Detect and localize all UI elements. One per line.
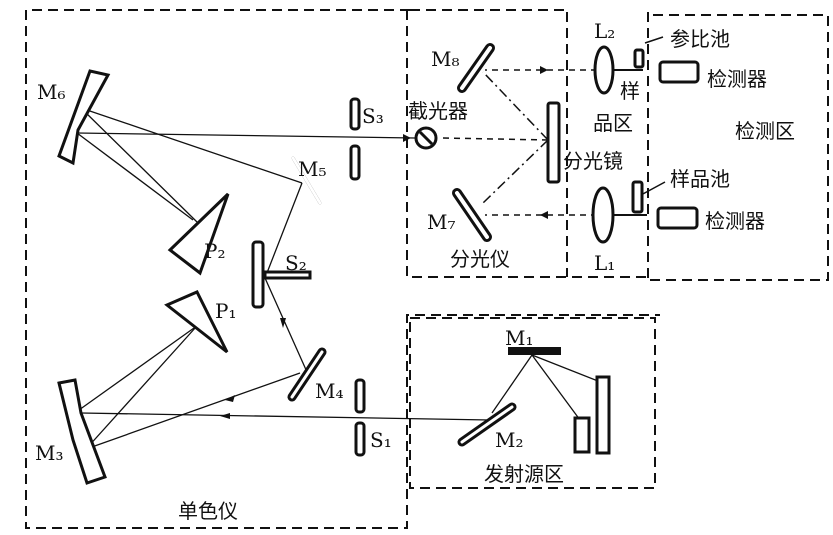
- slit-s2-mirror: [251, 240, 265, 309]
- label-m1: M₁: [505, 326, 534, 350]
- label-sample-cell: 样品池: [670, 167, 730, 191]
- prism-p2: [167, 192, 230, 276]
- label-beam-splitter: 分光镜: [563, 149, 623, 173]
- monochromator-region-box: [25, 9, 660, 529]
- label-m7: M₇: [427, 210, 456, 234]
- mirror-m1: [508, 347, 561, 355]
- label-m2: M₂: [495, 428, 524, 452]
- chopper-icon: [414, 126, 438, 150]
- light-rays: [76, 107, 604, 449]
- lamp-2: [595, 375, 611, 455]
- split-beams: [442, 66, 647, 219]
- label-sample-area-line1: 样: [620, 79, 640, 103]
- beam-splitter: [546, 101, 561, 184]
- label-spectroscope: 分光仪: [450, 247, 510, 271]
- detection-region-box: [648, 14, 829, 281]
- label-detection-region: 检测区: [735, 119, 795, 143]
- slit-s1: [354, 421, 366, 457]
- sample-cell-pointer: [640, 181, 666, 196]
- source-region-box: [409, 317, 656, 489]
- label-source-region: 发射源区: [484, 462, 564, 486]
- mirror-m6: [57, 69, 111, 166]
- label-l1: L₁: [594, 251, 615, 275]
- slit-s3: [349, 97, 361, 131]
- prism-p1: [164, 290, 229, 354]
- lamp-1: [573, 416, 591, 454]
- lens-l2: [593, 45, 615, 95]
- label-detector-top: 检测器: [707, 67, 767, 91]
- slit-m5-side: [349, 144, 361, 181]
- detector-bottom: [656, 206, 699, 230]
- label-m6: M₆: [37, 80, 66, 104]
- label-reference-cell: 参比池: [670, 27, 730, 51]
- spectroscope-region-box: [406, 10, 648, 278]
- label-chopper: 截光器: [408, 99, 468, 123]
- label-s3: S₃: [362, 104, 384, 128]
- label-p1: P₁: [215, 299, 236, 323]
- label-detector-bottom: 检测器: [705, 209, 765, 233]
- label-monochromator: 单色仪: [178, 499, 238, 523]
- label-s1: S₁: [370, 428, 392, 452]
- mirror-m3: [57, 378, 107, 485]
- lens-l1: [591, 186, 615, 244]
- label-s2: S₂: [285, 251, 307, 275]
- slit-s2: [263, 270, 312, 280]
- label-m4: M₄: [315, 379, 344, 403]
- reference-cell: [633, 48, 645, 69]
- label-sample-area-line2: 品区: [593, 111, 633, 135]
- detector-top: [658, 60, 700, 84]
- sample-cell: [631, 180, 644, 214]
- reference-cell-pointer: [644, 36, 664, 44]
- label-m3: M₃: [35, 441, 64, 465]
- label-m5: M₅: [298, 157, 327, 181]
- slit-m4-side: [354, 378, 366, 414]
- label-m8: M₈: [431, 47, 460, 71]
- label-l2: L₂: [594, 19, 615, 43]
- label-p2: P₂: [204, 239, 225, 263]
